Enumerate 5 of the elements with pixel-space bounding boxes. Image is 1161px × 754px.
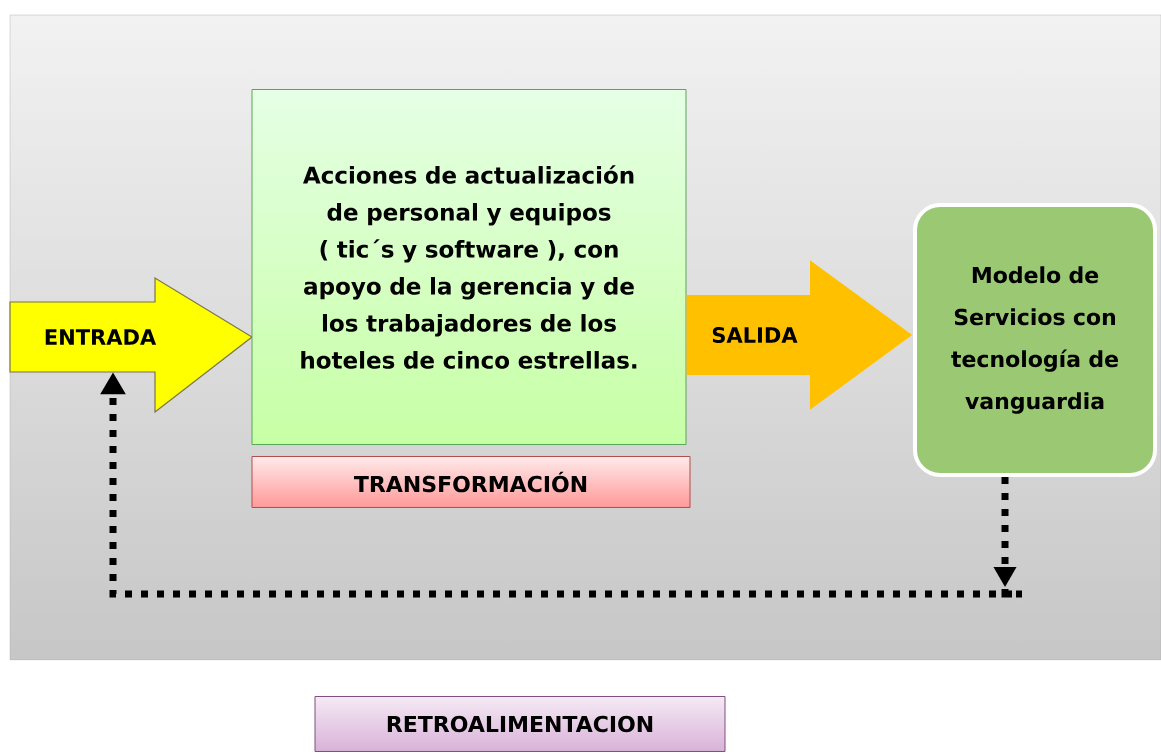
text-box: Acciones de actualización de personal y equipos ( tic´s y software ), con apoyo de la gerencia y de los trabajadores de los hoteles de cinco estrellas. [251, 89, 687, 445]
text-box: TRANSFORMACIÓN [251, 456, 691, 508]
text-box: RETROALIMENTACION [314, 696, 726, 752]
rounded-box: Modelo de Servicios con tecnología de vanguardia [913, 203, 1157, 477]
edge-label: SALIDA [712, 327, 798, 343]
